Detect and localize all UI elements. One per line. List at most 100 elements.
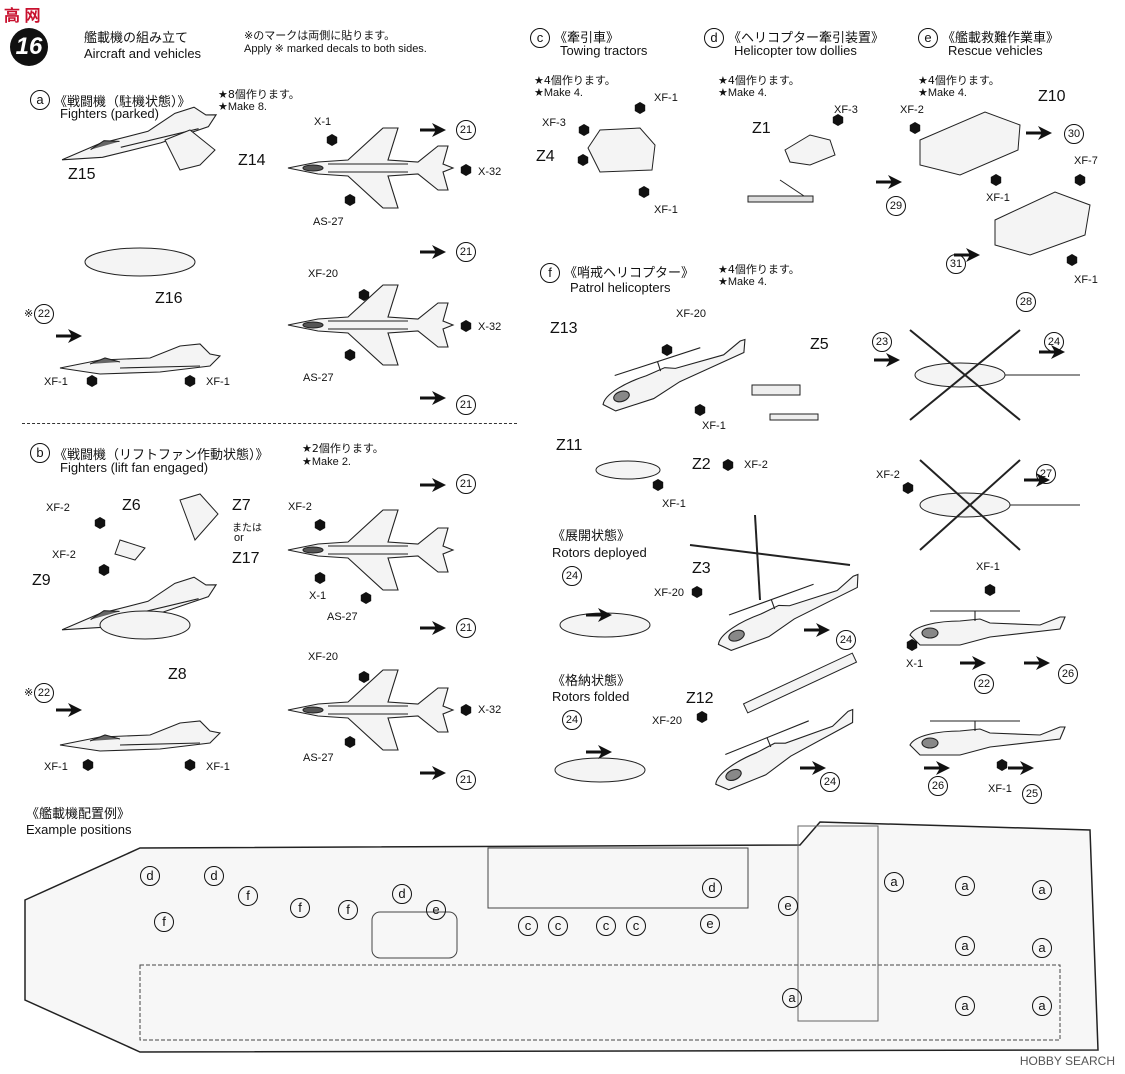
deck-mark-a-4: a bbox=[955, 936, 975, 956]
decal-21-a1: 21 bbox=[456, 120, 476, 140]
section-c-qty-en: ★Make 4. bbox=[534, 87, 583, 99]
part-z16: Z16 bbox=[155, 290, 183, 307]
section-f-title-en: Patrol helicopters bbox=[570, 280, 671, 295]
paint-x32-a1: X-32 bbox=[478, 166, 502, 178]
paint-as27-a2: AS-27 bbox=[303, 372, 334, 384]
deck-mark-e-2: e bbox=[700, 914, 720, 934]
paint-xf2-b2: XF-2 bbox=[52, 549, 76, 561]
paint-x1-b: X-1 bbox=[309, 590, 327, 602]
decal-24-f5: 24 bbox=[820, 772, 840, 792]
part-z5: Z5 bbox=[810, 336, 829, 353]
part-z15: Z15 bbox=[68, 166, 96, 183]
paint-xf1-f2: XF-1 bbox=[662, 498, 686, 510]
rotors-deployed-en: Rotors deployed bbox=[552, 545, 647, 560]
decal-29: 29 bbox=[886, 196, 906, 216]
section-d-qty-en: ★Make 4. bbox=[718, 87, 767, 99]
or-en: or bbox=[234, 532, 244, 544]
decal-24-f3: 24 bbox=[836, 630, 856, 650]
paint-xf1-f4: XF-1 bbox=[988, 783, 1012, 795]
part-z4: Z4 bbox=[536, 148, 555, 165]
section-e-title-jp: 《艦載救難作業車》 bbox=[942, 31, 1060, 46]
section-a-title-jp: 《戦闘機（駐機状態）》 bbox=[54, 95, 191, 110]
or-jp: または bbox=[232, 523, 262, 534]
section-e-title-en: Rescue vehicles bbox=[948, 43, 1043, 58]
part-z12: Z12 bbox=[686, 690, 714, 707]
deck-mark-f-1: f bbox=[154, 912, 174, 932]
section-e-qty-en: ★Make 4. bbox=[918, 87, 967, 99]
section-c-badge: c bbox=[530, 28, 550, 48]
deck-mark-d-3: d bbox=[392, 884, 412, 904]
part-z6: Z6 bbox=[122, 497, 141, 514]
paint-as27-a1: AS-27 bbox=[313, 216, 344, 228]
paint-x1-a: X-1 bbox=[314, 116, 332, 128]
paint-x32-a2: X-32 bbox=[478, 321, 502, 333]
decal-21-b2: 21 bbox=[456, 618, 476, 638]
decal-27: 27 bbox=[1036, 464, 1056, 484]
paint-xf1-c2: XF-1 bbox=[654, 204, 678, 216]
paint-xf3-c: XF-3 bbox=[542, 117, 566, 129]
part-z9: Z9 bbox=[32, 572, 51, 589]
example-title-jp: 《艦載機配置例》 bbox=[26, 807, 131, 822]
rotors-folded-jp: 《格納状態》 bbox=[552, 674, 631, 689]
paint-as27-b1: AS-27 bbox=[327, 611, 358, 623]
paint-xf2-f: XF-2 bbox=[744, 459, 768, 471]
header-note-en: Apply ※ marked decals to both sides. bbox=[244, 43, 427, 55]
decal-23: 23 bbox=[872, 332, 892, 352]
paint-xf1-e2: XF-1 bbox=[1074, 274, 1098, 286]
paint-xf1-f3: XF-1 bbox=[976, 561, 1000, 573]
deck-mark-c-3: c bbox=[596, 916, 616, 936]
decal-21-a3: 21 bbox=[456, 395, 476, 415]
watermark: 高 网 bbox=[4, 8, 41, 25]
section-c-qty-jp: ★4個作ります。 bbox=[534, 74, 616, 87]
decal-21-b3: 21 bbox=[456, 770, 476, 790]
header-title-en: Aircraft and vehicles bbox=[84, 46, 202, 61]
decal-26-f1: 26 bbox=[1058, 664, 1078, 684]
paint-xf7-e: XF-7 bbox=[1074, 155, 1098, 167]
deck-mark-f-2: f bbox=[238, 886, 258, 906]
deck-mark-c-1: c bbox=[518, 916, 538, 936]
paint-xf1-a1: XF-1 bbox=[44, 376, 68, 388]
deck-mark-a-5: a bbox=[1032, 938, 1052, 958]
section-c-title-jp: 《牽引車》 bbox=[554, 31, 620, 46]
paint-xf1-a2: XF-1 bbox=[206, 376, 230, 388]
example-title-en: Example positions bbox=[26, 822, 132, 837]
part-z14: Z14 bbox=[238, 152, 266, 169]
part-z13: Z13 bbox=[550, 320, 578, 337]
section-a-qty-jp: ★8個作ります。 bbox=[218, 88, 300, 101]
deck-mark-f-3: f bbox=[290, 898, 310, 918]
deck-mark-c-2: c bbox=[548, 916, 568, 936]
paint-xf3-d: XF-3 bbox=[834, 104, 858, 116]
section-d-title-en: Helicopter tow dollies bbox=[734, 43, 857, 58]
section-b-qty-jp: ★2個作ります。 bbox=[302, 442, 384, 455]
section-f-qty-en: ★Make 4. bbox=[718, 276, 767, 288]
part-z2: Z2 bbox=[692, 456, 711, 473]
paint-xf2-e: XF-2 bbox=[900, 104, 924, 116]
section-f-qty-jp: ★4個作ります。 bbox=[718, 263, 800, 276]
paint-xf20-f2: XF-20 bbox=[654, 587, 684, 599]
part-z7: Z7 bbox=[232, 497, 251, 514]
decal-mark: ※ bbox=[24, 308, 34, 320]
section-divider bbox=[22, 423, 517, 424]
decal-21-a2: 21 bbox=[456, 242, 476, 262]
decal-21-b1: 21 bbox=[456, 474, 476, 494]
paint-xf20-b: XF-20 bbox=[308, 651, 338, 663]
deck-mark-f-4: f bbox=[338, 900, 358, 920]
step-number-badge: 16 bbox=[10, 28, 48, 66]
section-a-title-en: Fighters (parked) bbox=[60, 106, 159, 121]
section-d-badge: d bbox=[704, 28, 724, 48]
decal-22-f: 22 bbox=[974, 674, 994, 694]
section-b-qty-en: ★Make 2. bbox=[302, 456, 351, 468]
section-d-title-jp: 《ヘリコプター牽引装置》 bbox=[728, 31, 885, 46]
decal-22-a: 22 bbox=[34, 304, 54, 324]
deck-mark-e-3: e bbox=[778, 896, 798, 916]
deck-mark-a-6: a bbox=[782, 988, 802, 1008]
decal-30: 30 bbox=[1064, 124, 1084, 144]
deck-mark-a-2: a bbox=[955, 876, 975, 896]
section-c-title-en: Towing tractors bbox=[560, 43, 648, 58]
deck-mark-d-4: d bbox=[702, 878, 722, 898]
paint-xf1-e1: XF-1 bbox=[986, 192, 1010, 204]
deck-mark-a-8: a bbox=[1032, 996, 1052, 1016]
header-note-jp: ※のマークは両側に貼ります。 bbox=[244, 29, 396, 42]
paint-xf20-a: XF-20 bbox=[308, 268, 338, 280]
